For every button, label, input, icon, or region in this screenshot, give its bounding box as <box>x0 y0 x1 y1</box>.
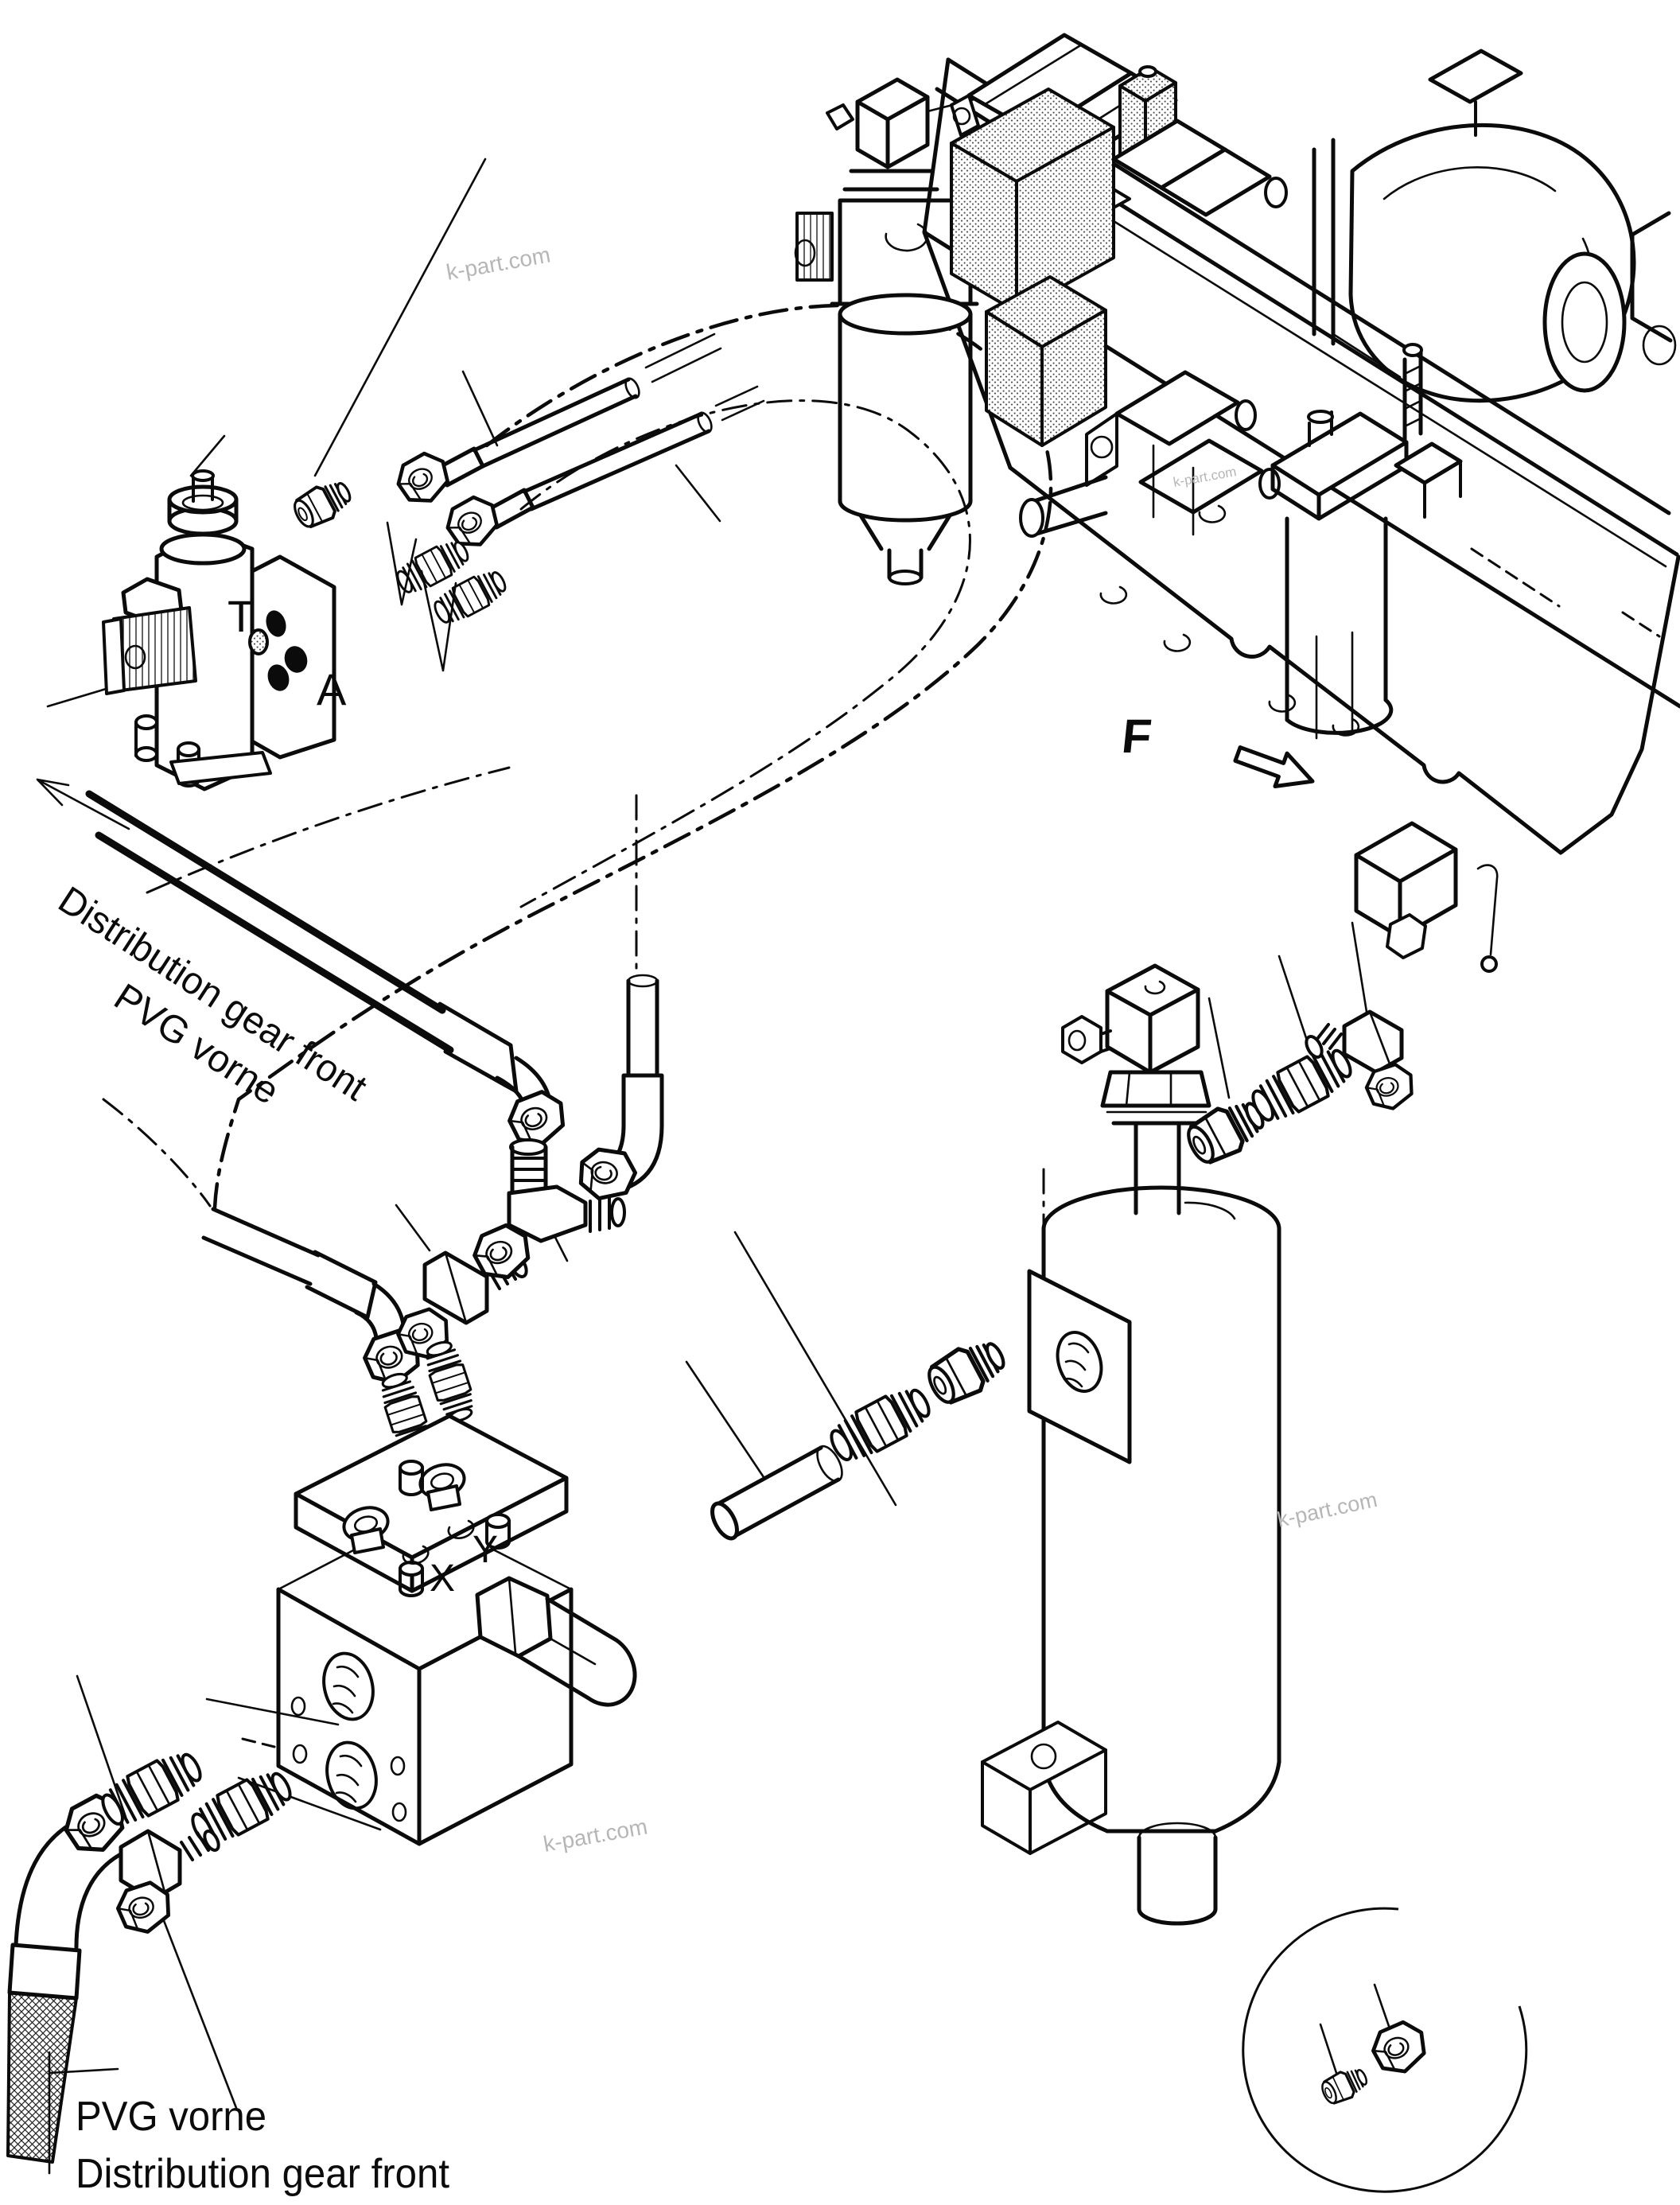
callout-pvg-bottom: PVG vorne Distribution gear front <box>76 2094 450 2197</box>
callout-distribution-top: Distribution gear front PVG vorne <box>51 879 374 1113</box>
filter-assembly <box>981 963 1281 1926</box>
tee-fitting <box>469 1138 626 1285</box>
callout-bottom-line1: PVG vorne <box>76 2094 266 2140</box>
port-hole-3 <box>267 664 290 691</box>
fittings-filter-right <box>1181 921 1418 1169</box>
pilot-valve: T A <box>46 158 487 791</box>
pipe-and-fittings-middle <box>685 1231 1011 1541</box>
valve-block: X Y <box>205 1414 637 1846</box>
centerline-inner-loop <box>519 399 971 908</box>
plug-fitting-valve <box>288 473 358 534</box>
port-hole-2 <box>284 646 308 673</box>
assembly-solenoids-center <box>1019 370 1281 538</box>
port-label-t: T <box>228 591 255 641</box>
centerline-branch <box>146 766 511 894</box>
callout-bottom-line2: Distribution gear front <box>76 2151 450 2197</box>
adapter-bottom-1 <box>96 1745 208 1833</box>
filter-side-block <box>981 1721 1107 1855</box>
hose-left-lower <box>201 1207 426 1389</box>
adapter-filter <box>1246 1041 1358 1129</box>
detail-circle-outline <box>1242 1907 1528 2193</box>
port-hole-1 <box>266 610 286 637</box>
detail-plug <box>1316 2062 1372 2109</box>
assembly-filter-left <box>794 77 998 585</box>
detail-nut <box>1367 2017 1432 2079</box>
centerline-hose-leadin <box>102 1098 212 1208</box>
port-label-a: A <box>317 664 347 714</box>
plate-front-bottom <box>1008 465 1680 855</box>
plug-middle <box>922 1332 1011 1410</box>
centerline-block-axis <box>241 1737 276 1748</box>
main-assembly <box>794 33 1680 973</box>
watermark-4: k-part.com <box>542 1814 650 1856</box>
port-label-y: Y <box>472 1529 498 1571</box>
assembly-manifold-stippled <box>950 65 1288 447</box>
watermark-3: k-part.com <box>1275 1488 1379 1532</box>
detail-circle <box>1242 1907 1528 2193</box>
hoses-upper <box>386 332 765 672</box>
block-plug <box>475 1576 637 1707</box>
hose-nut-2 <box>441 492 505 554</box>
view-direction: F <box>1119 710 1315 789</box>
hose-nut-1 <box>391 448 456 511</box>
hose-elbow-right <box>576 974 664 1204</box>
adapter-middle <box>825 1381 936 1468</box>
callout-leader-bottom <box>48 2051 119 2175</box>
assembly-motor <box>1312 49 1677 403</box>
elbow-filter <box>1305 1009 1418 1114</box>
v-leader-adapters <box>420 570 457 672</box>
v-leader-nuts <box>386 521 418 606</box>
bottom-left-fittings <box>6 1674 298 2175</box>
assembly-filter-right <box>1270 343 1499 973</box>
elbow-fitting-2 <box>114 1829 220 1938</box>
view-label-f: F <box>1119 710 1154 763</box>
port-label-x: X <box>430 1558 455 1600</box>
view-arrow <box>1233 745 1315 789</box>
direction-arrow-left <box>36 778 130 830</box>
tube-to-distribution-gear <box>36 778 571 1151</box>
block-top-details <box>342 1460 511 1597</box>
watermark-1: k-part.com <box>445 242 553 284</box>
